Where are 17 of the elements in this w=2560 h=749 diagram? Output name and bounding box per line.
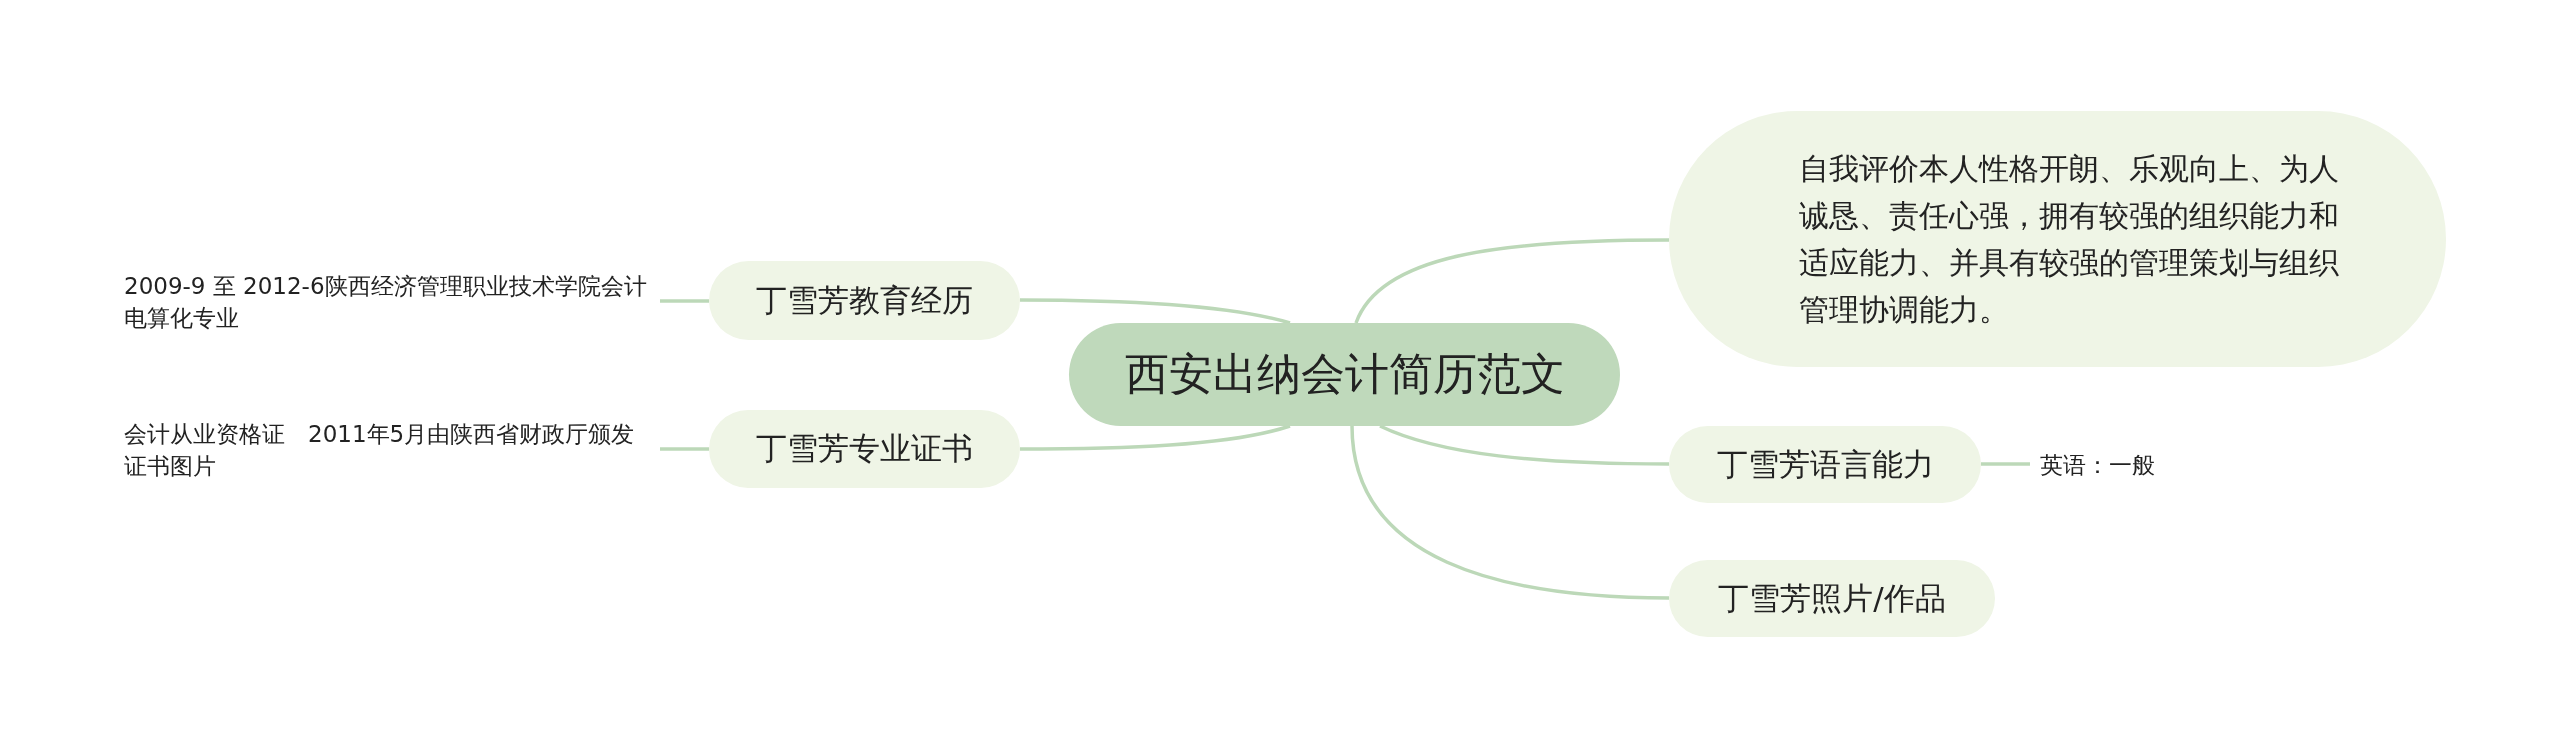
connector-line [1981,462,2030,466]
topic-box: 丁雪芳专业证书 [709,410,1020,488]
topic-box: 丁雪芳照片/作品 [1669,560,1995,637]
connector-line [1379,424,1669,466]
topic-box: 丁雪芳教育经历 [709,261,1020,340]
note-text: 会计从业资格证 2011年5月由陕西省财政厅颁发证书图片 [124,410,654,490]
connector-line [660,447,709,451]
connector-line [1020,298,1291,325]
note-text: 英语：一般 [2040,445,2200,485]
connector-line [660,299,709,303]
connector-line [1020,424,1291,451]
central-topic: 西安出纳会计简历范文 [1069,323,1620,426]
topic-box: 丁雪芳语言能力 [1669,426,1981,503]
connector-line [1350,425,1670,600]
note-text: 2009-9 至 2012-6陕西经济管理职业技术学院会计电算化专业 [124,262,654,342]
connector-line [1354,238,1669,324]
text-bubble: 自我评价本人性格开朗、乐观向上、为人诚恳、责任心强，拥有较强的组织能力和适应能力、并具有较强的管理策划与组织管理协调能力。 [1669,111,2446,367]
